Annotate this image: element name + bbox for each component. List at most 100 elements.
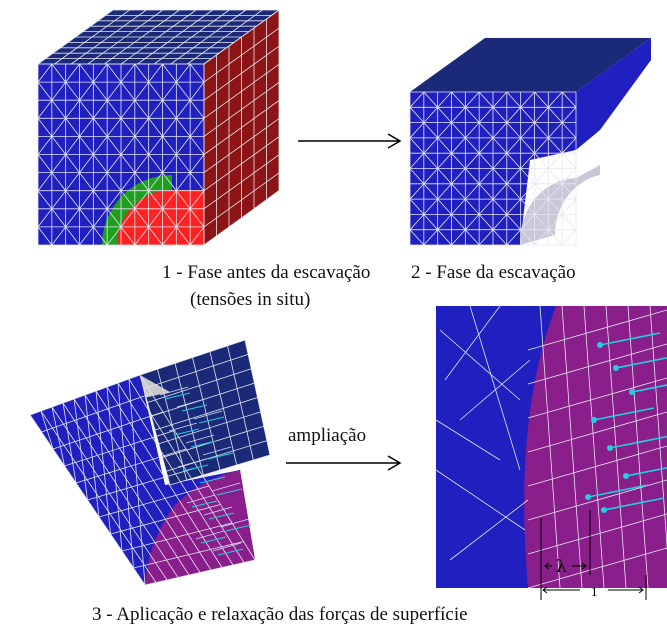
block2-cavity	[520, 165, 600, 245]
mesh-line	[437, 183, 452, 200]
mesh-line	[203, 9, 280, 65]
mesh-line	[147, 368, 252, 403]
mesh-line	[162, 226, 177, 246]
mesh-line	[520, 152, 535, 169]
mesh-line	[79, 136, 94, 155]
mesh-line	[148, 99, 163, 119]
mesh-line	[162, 190, 177, 210]
mesh-line	[37, 99, 53, 119]
mesh-line	[93, 81, 108, 101]
mesh-line	[449, 499, 529, 561]
mesh-line	[84, 394, 100, 518]
zoom-force-arrows	[585, 332, 667, 513]
mesh-line	[451, 168, 466, 185]
mesh-line	[527, 547, 667, 588]
mesh-line	[51, 172, 66, 191]
mesh-line	[134, 136, 149, 155]
mesh-line	[561, 137, 577, 154]
mesh-line	[189, 172, 205, 191]
mesh-line	[534, 183, 549, 200]
mesh-line	[203, 172, 280, 228]
mesh-line	[37, 81, 53, 101]
mesh-line	[492, 229, 508, 246]
block1-mesh	[37, 63, 205, 246]
mesh-line	[548, 107, 563, 123]
mesh-line	[128, 378, 245, 563]
mesh-line	[548, 122, 563, 139]
mesh-line	[134, 226, 149, 246]
mesh-line	[534, 152, 549, 169]
mesh-line	[37, 208, 53, 228]
mesh-line	[444, 306, 501, 381]
mesh-line	[133, 541, 244, 569]
mesh-line	[465, 137, 480, 154]
mesh-line	[154, 397, 258, 431]
mesh-line	[220, 518, 250, 528]
mesh-line	[437, 91, 452, 108]
mesh-line	[51, 99, 66, 119]
mesh-line	[478, 137, 494, 154]
mesh-line	[95, 390, 212, 571]
mesh-line	[506, 137, 521, 154]
mesh-line	[134, 154, 149, 173]
mesh-line	[437, 229, 452, 246]
mesh-line	[202, 446, 232, 456]
mesh-line	[169, 454, 271, 486]
mesh-line	[120, 63, 136, 83]
mesh-line	[599, 332, 661, 346]
mesh-line	[29, 414, 42, 433]
mesh-line	[153, 9, 230, 65]
mesh-line	[506, 122, 521, 139]
mesh-line	[181, 404, 208, 412]
mesh-line	[492, 168, 508, 185]
mesh-line	[65, 172, 80, 191]
mesh-line	[189, 208, 205, 228]
mesh-line	[148, 154, 163, 173]
mesh-line	[51, 208, 66, 228]
mesh-line	[187, 9, 263, 65]
mesh-line	[176, 190, 191, 210]
mesh-line	[120, 9, 197, 65]
mesh-line	[200, 536, 227, 544]
mesh-line	[195, 530, 225, 540]
mesh-line	[451, 214, 466, 230]
mesh-line	[465, 214, 480, 230]
block1-green-ring	[102, 175, 172, 245]
mesh-line	[561, 122, 577, 139]
mesh-line	[423, 198, 438, 215]
mesh-line	[561, 152, 577, 169]
mesh-line	[423, 91, 438, 108]
mesh-line	[409, 168, 425, 185]
force-arrow-head	[597, 342, 603, 348]
mesh-line	[478, 198, 494, 215]
mesh-line	[548, 229, 563, 246]
unit-dimension	[540, 575, 647, 600]
mesh-line	[465, 183, 480, 200]
caption-phase2: 2 - Fase da escavação	[411, 262, 576, 283]
mesh-line	[465, 91, 480, 108]
mesh-line	[148, 190, 163, 210]
mesh-line	[423, 183, 438, 200]
mesh-line	[409, 198, 425, 215]
mesh-line	[423, 122, 438, 139]
mesh-line	[548, 91, 563, 108]
mesh-line	[520, 198, 535, 215]
mesh-line	[478, 91, 494, 108]
force-arrow-head	[607, 445, 613, 451]
caption-phase1: 1 - Fase antes da escavação	[162, 262, 371, 283]
mesh-line	[492, 122, 508, 139]
caption-phase3: 3 - Aplicação e relaxação das forças de …	[92, 604, 468, 625]
mesh-line	[186, 494, 216, 504]
block2-mesh	[409, 91, 577, 246]
mesh-line	[93, 118, 108, 137]
mesh-line	[162, 208, 177, 228]
mesh-line	[437, 152, 452, 169]
mesh-line	[106, 118, 122, 137]
mesh-line	[561, 91, 577, 108]
mesh-line	[548, 152, 563, 169]
mesh-line	[627, 306, 649, 588]
mesh-line	[37, 118, 53, 137]
mesh-line	[561, 107, 577, 123]
mesh-line	[117, 382, 134, 569]
